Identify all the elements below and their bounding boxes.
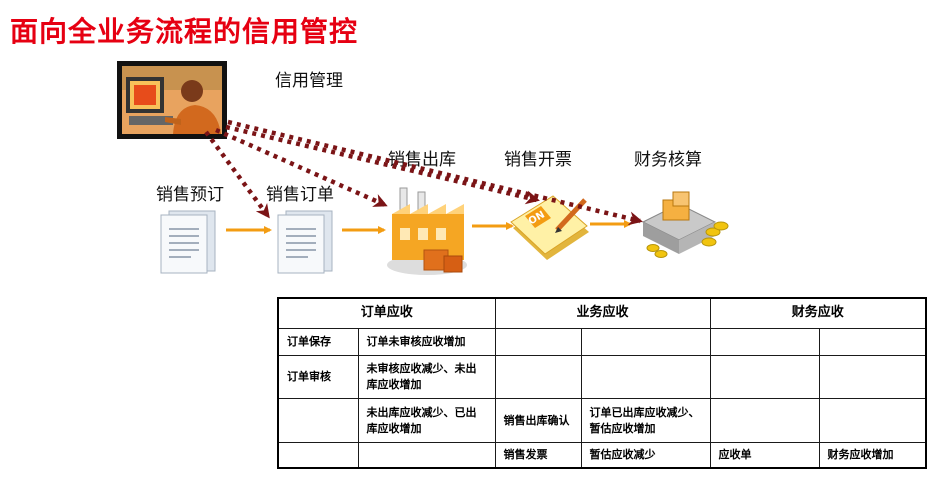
invoice-pad-icon: ON xyxy=(510,195,589,260)
table-cell: 销售发票 xyxy=(494,442,582,469)
credit-control-arrow xyxy=(227,119,643,226)
process-label-financial-accounting: 财务核算 xyxy=(634,150,702,170)
table-cell xyxy=(709,328,820,356)
table-cell xyxy=(709,398,820,443)
credit-receivable-table: 订单应收 业务应收 财务应收 订单保存 订单未审核应收增加 订单审核 未审核应收… xyxy=(277,297,928,469)
credit-management-label: 信用管理 xyxy=(275,71,343,91)
table-cell: 未审核应收减少、未出库应收增加 xyxy=(357,355,496,399)
credit-control-arrow xyxy=(204,130,270,219)
process-label-sales-order: 销售订单 xyxy=(266,185,334,205)
table-cell: 订单审核 xyxy=(277,355,359,399)
table-cell xyxy=(818,355,927,399)
table-cell: 未出库应收减少、已出库应收增加 xyxy=(357,398,496,443)
table-cell xyxy=(277,398,359,443)
table-row: 未出库应收减少、已出库应收增加 销售出库确认 订单已出库应收减少、暂估应收增加 xyxy=(277,398,927,443)
table-cell: 订单已出库应收减少、暂估应收增加 xyxy=(580,398,711,443)
document-icon xyxy=(277,210,333,274)
table-cell xyxy=(277,442,359,469)
credit-control-arrow xyxy=(225,124,540,205)
computer-user-icon xyxy=(117,61,227,139)
table-cell: 订单保存 xyxy=(277,328,359,356)
table-cell: 销售出库确认 xyxy=(494,398,582,443)
header-business-receivable: 业务应收 xyxy=(494,297,711,329)
process-label-sales-invoice: 销售开票 xyxy=(504,150,572,170)
factory-icon xyxy=(387,187,467,275)
table-header-row: 订单应收 业务应收 财务应收 xyxy=(277,297,927,329)
document-icon xyxy=(160,210,216,274)
page-title: 面向全业务流程的信用管控 xyxy=(10,15,359,48)
header-order-receivable: 订单应收 xyxy=(277,297,496,329)
table-cell xyxy=(494,328,582,356)
table-cell: 应收单 xyxy=(709,442,820,469)
table-cell xyxy=(580,328,711,356)
table-cell xyxy=(818,328,927,356)
table-row: 销售发票 暂估应收减少 应收单 财务应收增加 xyxy=(277,442,927,469)
table-cell: 财务应收增加 xyxy=(818,442,927,469)
table-cell: 暂估应收减少 xyxy=(580,442,711,469)
table-row: 订单保存 订单未审核应收增加 xyxy=(277,328,927,356)
finance-coins-icon xyxy=(641,191,729,258)
table-cell xyxy=(709,355,820,399)
table-cell xyxy=(357,442,496,469)
credit-control-arrow xyxy=(215,127,388,208)
table-cell xyxy=(818,398,927,443)
table-cell: 订单未审核应收增加 xyxy=(357,328,496,356)
table-row: 订单审核 未审核应收减少、未出库应收增加 xyxy=(277,355,927,399)
table-cell xyxy=(494,355,582,399)
header-financial-receivable: 财务应收 xyxy=(709,297,927,329)
table-cell xyxy=(580,355,711,399)
process-label-sales-reservation: 销售预订 xyxy=(156,185,224,205)
